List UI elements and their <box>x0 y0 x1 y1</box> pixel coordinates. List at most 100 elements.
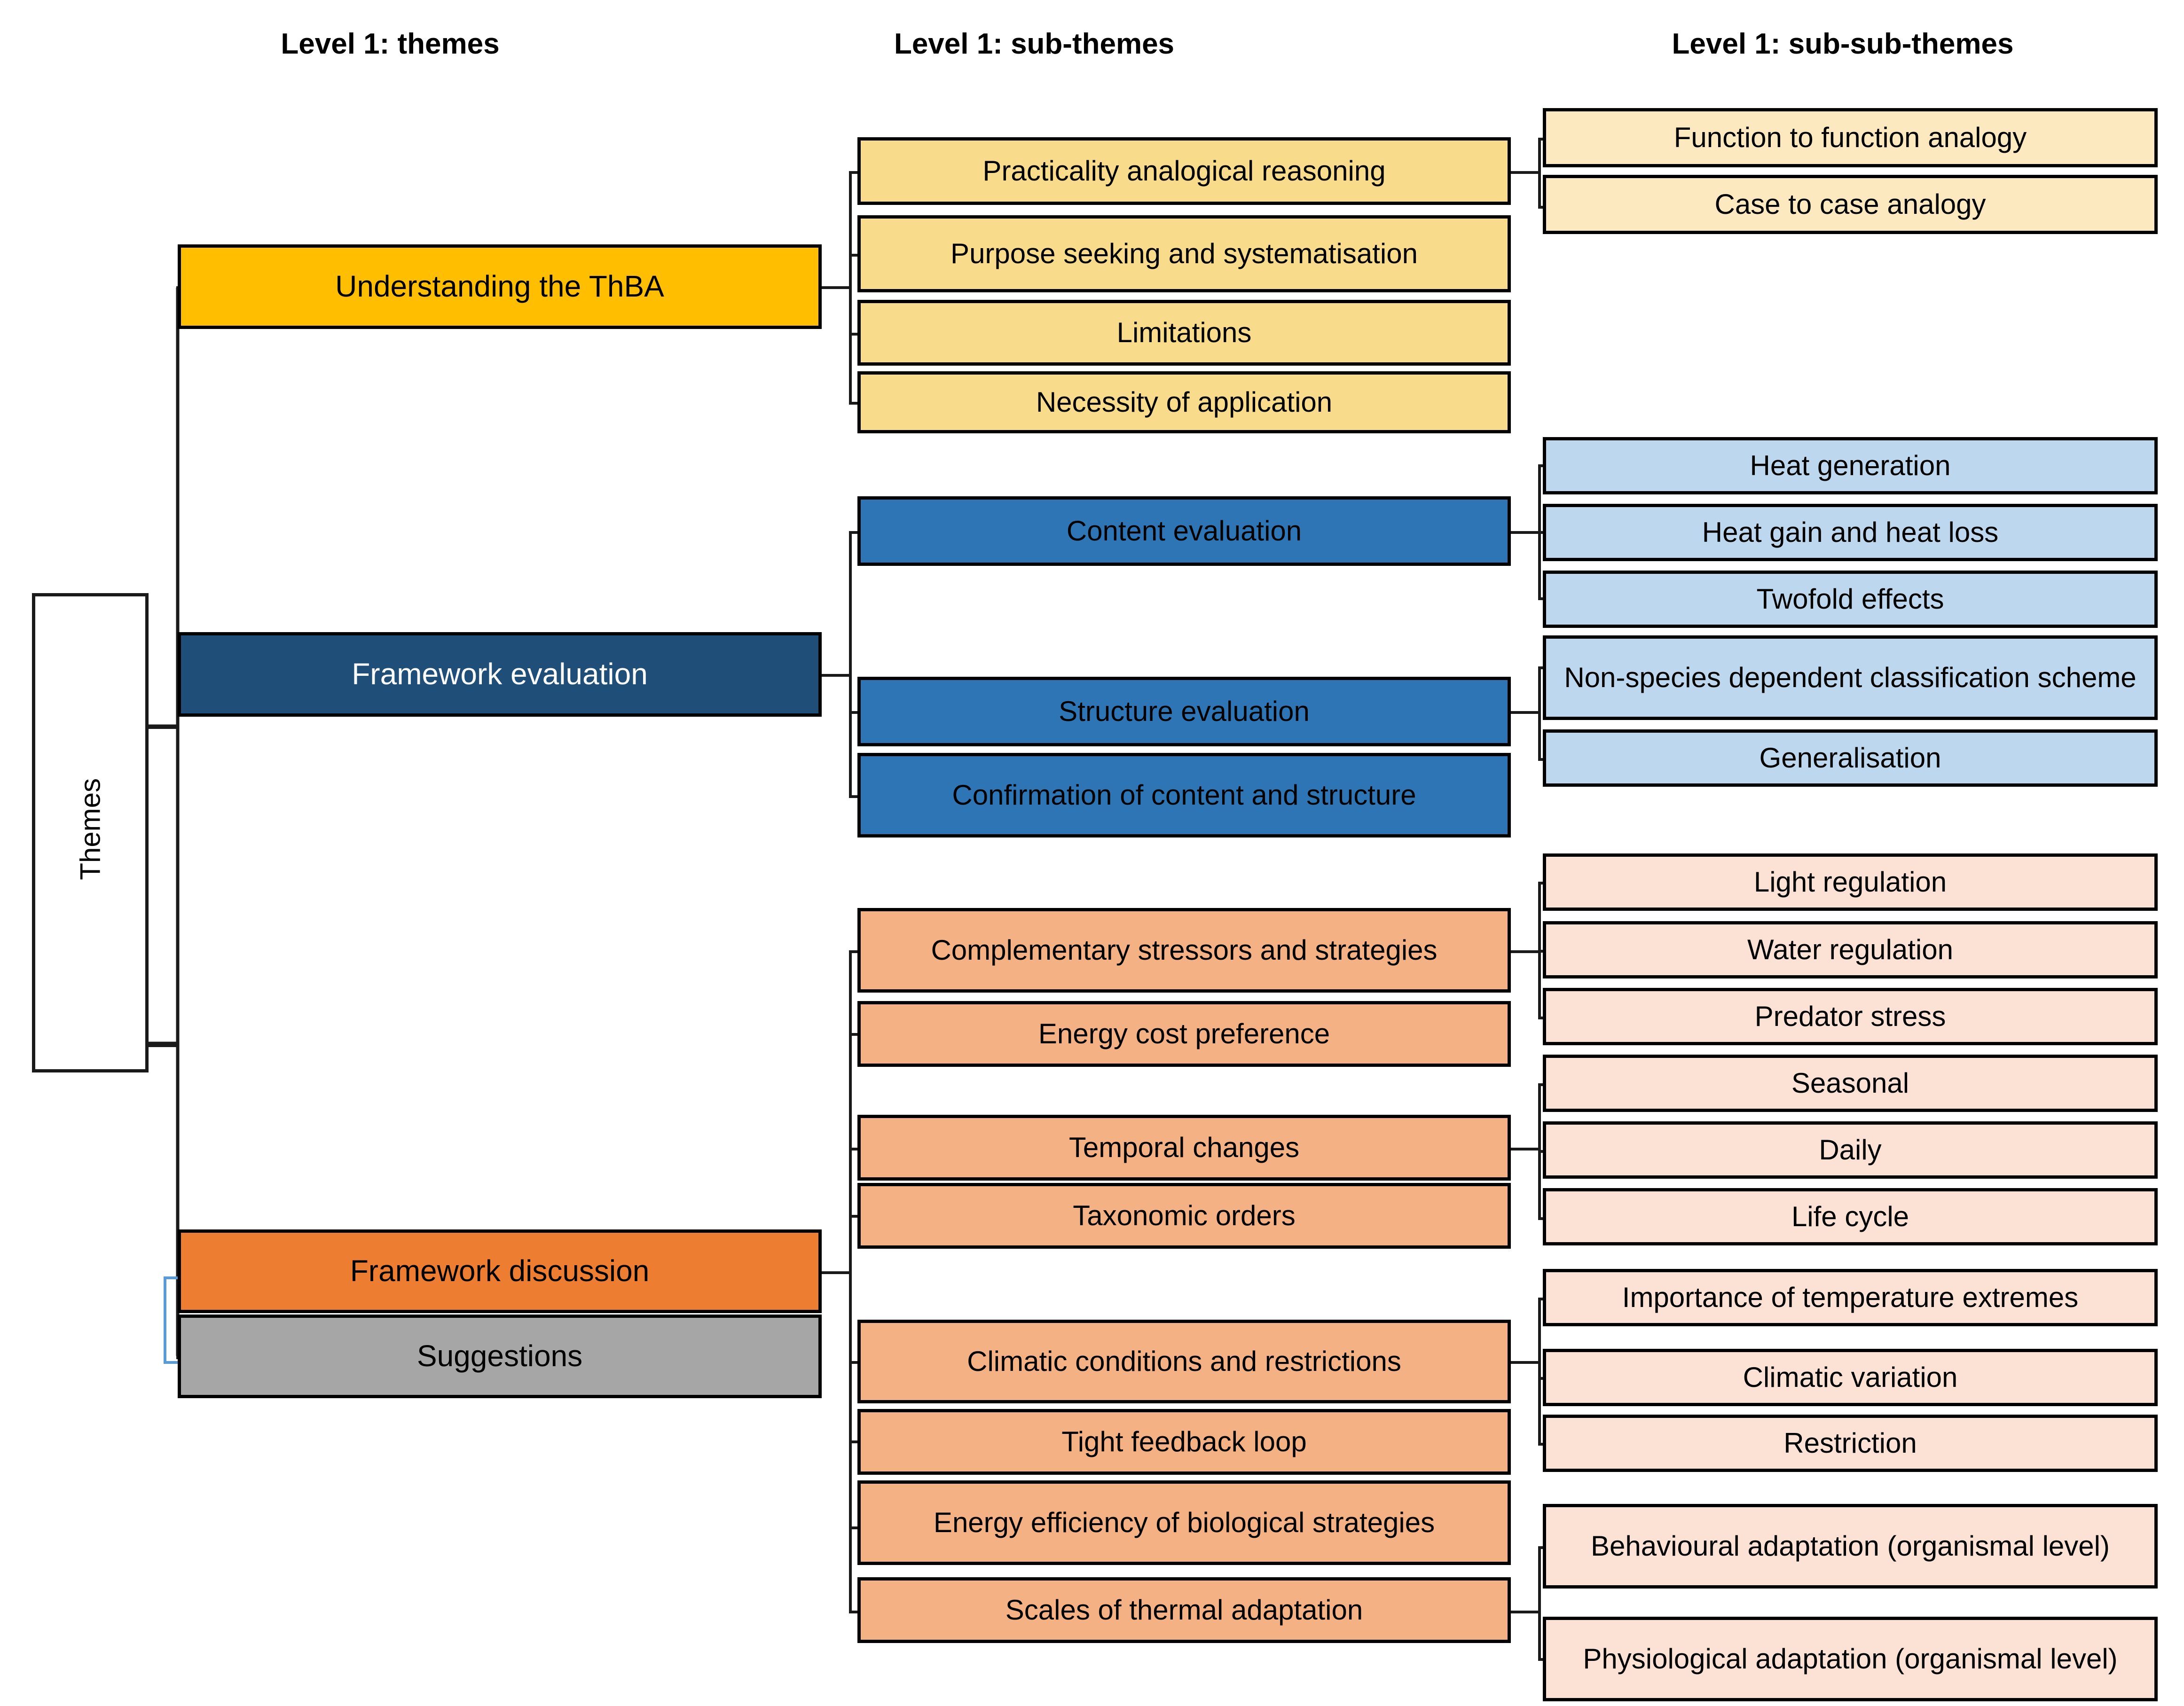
subsubtheme-label: Water regulation <box>1747 934 1953 966</box>
subsubtheme-label: Heat gain and heat loss <box>1702 516 1999 548</box>
connector-practicality-out <box>1510 171 1540 174</box>
connector-spine-orange-ss3 <box>1538 1298 1541 1443</box>
theme-label: Understanding the ThBA <box>335 269 664 304</box>
subtheme-necessity-of-application[interactable]: Necessity of application <box>857 371 1511 433</box>
subsubtheme-label: Non-species dependent classification sch… <box>1564 662 2137 694</box>
connector-root-to-trunk-top <box>148 726 179 729</box>
column-header-sub-sub-themes: Level 1: sub-sub-themes <box>1672 28 2014 60</box>
subtheme-label: Taxonomic orders <box>1073 1200 1296 1232</box>
subtheme-scales-of-thermal-adaptation[interactable]: Scales of thermal adaptation <box>857 1577 1511 1643</box>
subtheme-label: Climatic conditions and restrictions <box>967 1346 1401 1377</box>
subtheme-practicality-analogical-reasoning[interactable]: Practicality analogical reasoning <box>857 137 1511 205</box>
subsubtheme-label: Generalisation <box>1759 742 1941 774</box>
connector-trunk <box>176 286 179 1358</box>
connector-understanding-out <box>820 286 850 289</box>
connector-spine-orange-ss4 <box>1538 1546 1541 1659</box>
subsubtheme-heat-generation[interactable]: Heat generation <box>1543 437 2158 494</box>
connector-accent-blue-bottom <box>164 1361 185 1364</box>
subsubtheme-climatic-variation[interactable]: Climatic variation <box>1543 1349 2158 1406</box>
subsubtheme-non-species-dependent-classification-scheme[interactable]: Non-species dependent classification sch… <box>1543 635 2158 720</box>
subsubtheme-daily[interactable]: Daily <box>1543 1121 2158 1179</box>
subsubtheme-water-regulation[interactable]: Water regulation <box>1543 921 2158 978</box>
subtheme-content-evaluation[interactable]: Content evaluation <box>857 496 1511 566</box>
subtheme-tight-feedback-loop[interactable]: Tight feedback loop <box>857 1409 1511 1475</box>
subsubtheme-seasonal[interactable]: Seasonal <box>1543 1055 2158 1112</box>
subsubtheme-restriction[interactable]: Restriction <box>1543 1415 2158 1472</box>
connector-structure-evaluation-out <box>1510 711 1540 714</box>
connector-spine-amber <box>849 171 852 404</box>
connector-spine-blue <box>849 531 852 797</box>
subsubtheme-twofold-effects[interactable]: Twofold effects <box>1543 571 2158 628</box>
subsubtheme-physiological-adaptation-organismal-level[interactable]: Physiological adaptation (organismal lev… <box>1543 1617 2158 1701</box>
subtheme-label: Complementary stressors and strategies <box>931 934 1438 966</box>
connector-accent-blue <box>164 1276 166 1364</box>
subtheme-label: Content evaluation <box>1066 515 1302 547</box>
connector-spine-blue-ss2 <box>1538 666 1541 760</box>
subsubtheme-light-regulation[interactable]: Light regulation <box>1543 853 2158 911</box>
subsubtheme-life-cycle[interactable]: Life cycle <box>1543 1188 2158 1245</box>
root-themes-box[interactable]: Themes <box>32 593 149 1072</box>
subtheme-label: Purpose seeking and systematisation <box>951 238 1418 270</box>
subsubtheme-heat-gain-and-heat-loss[interactable]: Heat gain and heat loss <box>1543 504 2158 561</box>
subtheme-limitations[interactable]: Limitations <box>857 300 1511 366</box>
column-header-sub-themes: Level 1: sub-themes <box>894 28 1175 60</box>
connector-root-to-trunk-bottom <box>148 1044 179 1047</box>
subsubtheme-label: Case to case analogy <box>1714 188 1986 220</box>
subtheme-label: Necessity of application <box>1036 386 1333 418</box>
theme-understanding-the-thba[interactable]: Understanding the ThBA <box>178 244 822 329</box>
subsubtheme-label: Heat generation <box>1750 450 1951 482</box>
subtheme-label: Practicality analogical reasoning <box>982 155 1386 187</box>
subtheme-energy-cost-preference[interactable]: Energy cost preference <box>857 1001 1511 1067</box>
connector-scales-out <box>1510 1611 1540 1613</box>
subsubtheme-label: Daily <box>1819 1134 1882 1166</box>
connector-content-evaluation-out <box>1510 531 1540 534</box>
subsubtheme-function-to-function-analogy[interactable]: Function to function analogy <box>1543 108 2158 167</box>
subsubtheme-behavioural-adaptation-organismal-level[interactable]: Behavioural adaptation (organismal level… <box>1543 1504 2158 1589</box>
subsubtheme-importance-of-temperature-extremes[interactable]: Importance of temperature extremes <box>1543 1269 2158 1326</box>
subsubtheme-label: Restriction <box>1783 1427 1917 1459</box>
subsubtheme-label: Twofold effects <box>1756 583 1944 615</box>
subtheme-structure-evaluation[interactable]: Structure evaluation <box>857 677 1511 746</box>
subtheme-temporal-changes[interactable]: Temporal changes <box>857 1115 1511 1181</box>
theme-label: Framework evaluation <box>352 657 648 691</box>
root-themes-label: Themes <box>74 778 106 880</box>
subtheme-energy-efficiency-of-biological-strategies[interactable]: Energy efficiency of biological strategi… <box>857 1480 1511 1565</box>
subsubtheme-case-to-case-analogy[interactable]: Case to case analogy <box>1543 175 2158 234</box>
subsubtheme-label: Predator stress <box>1754 1001 1946 1033</box>
theme-framework-evaluation[interactable]: Framework evaluation <box>178 632 822 717</box>
subsubtheme-predator-stress[interactable]: Predator stress <box>1543 988 2158 1045</box>
subsubtheme-label: Importance of temperature extremes <box>1622 1282 2079 1314</box>
connector-temporal-out <box>1510 1148 1540 1150</box>
subtheme-confirmation-of-content-and-structure[interactable]: Confirmation of content and structure <box>857 753 1511 837</box>
connector-accent-blue-top <box>164 1276 185 1279</box>
subtheme-purpose-seeking-and-systematisation[interactable]: Purpose seeking and systematisation <box>857 215 1511 292</box>
subtheme-label: Scales of thermal adaptation <box>1005 1594 1363 1626</box>
theme-label: Framework discussion <box>350 1254 650 1288</box>
subtheme-label: Energy cost preference <box>1038 1018 1330 1050</box>
subsubtheme-label: Seasonal <box>1791 1067 1909 1099</box>
subtheme-complementary-stressors-and-strategies[interactable]: Complementary stressors and strategies <box>857 908 1511 993</box>
subtheme-label: Limitations <box>1116 317 1252 349</box>
subtheme-label: Confirmation of content and structure <box>952 779 1416 811</box>
subtheme-label: Temporal changes <box>1068 1132 1300 1164</box>
connector-framework-discussion-out <box>820 1271 850 1274</box>
subtheme-label: Energy efficiency of biological strategi… <box>933 1507 1435 1539</box>
subtheme-climatic-conditions-and-restrictions[interactable]: Climatic conditions and restrictions <box>857 1320 1511 1403</box>
theme-suggestions[interactable]: Suggestions <box>178 1315 822 1398</box>
subsubtheme-label: Life cycle <box>1791 1201 1909 1233</box>
connector-spine-orange <box>849 950 852 1611</box>
subtheme-label: Structure evaluation <box>1059 696 1310 728</box>
connector-stressors-out <box>1510 950 1540 953</box>
column-header-themes: Level 1: themes <box>281 28 500 60</box>
connector-framework-evaluation-out <box>820 674 850 677</box>
subtheme-taxonomic-orders[interactable]: Taxonomic orders <box>857 1183 1511 1249</box>
subsubtheme-label: Function to function analogy <box>1673 122 2027 154</box>
subsubtheme-label: Light regulation <box>1753 866 1947 898</box>
theme-framework-discussion[interactable]: Framework discussion <box>178 1229 822 1313</box>
subsubtheme-label: Climatic variation <box>1743 1362 1958 1393</box>
subsubtheme-generalisation[interactable]: Generalisation <box>1543 729 2158 787</box>
subtheme-label: Tight feedback loop <box>1061 1426 1307 1458</box>
subsubtheme-label: Behavioural adaptation (organismal level… <box>1591 1530 2110 1562</box>
theme-label: Suggestions <box>416 1339 583 1373</box>
